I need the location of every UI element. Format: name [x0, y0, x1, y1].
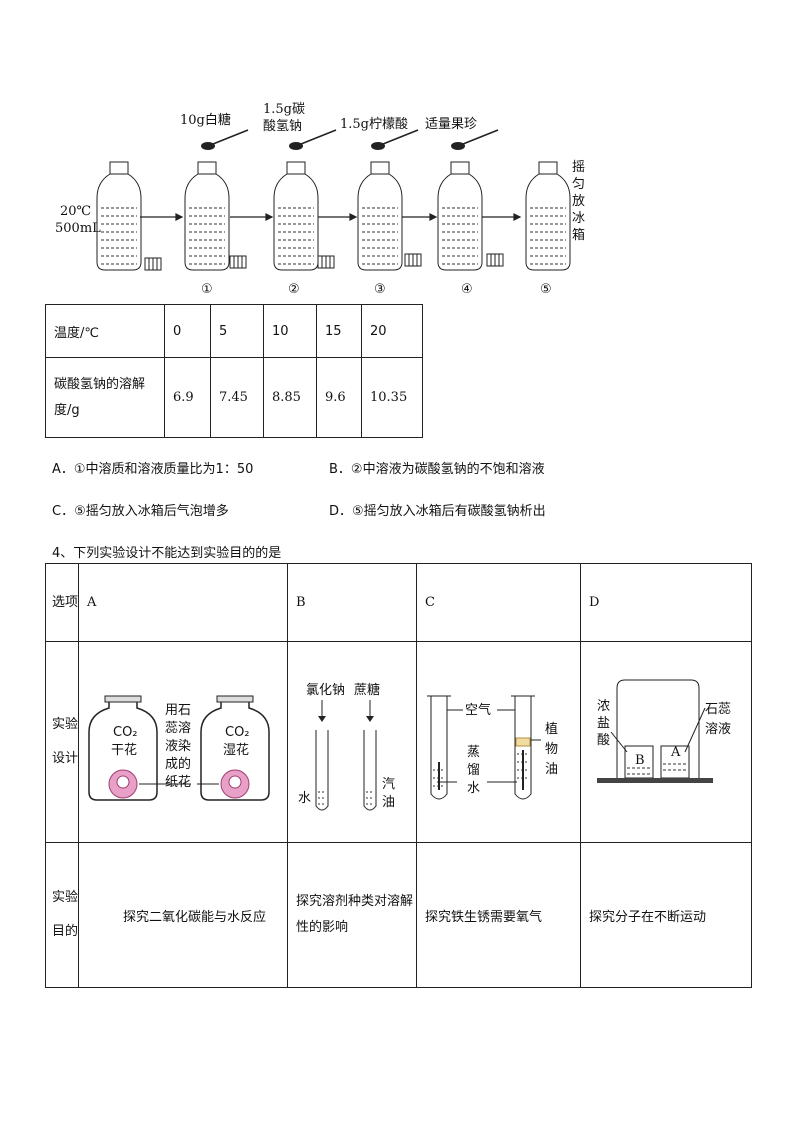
table-row: 实验目的 探究二氧化碳能与水反应 探究溶剂种类对溶解性的影响 探究铁生锈需要氧气…: [45, 842, 752, 988]
solubility-table: 温度/℃ 0 5 10 15 20 碳酸氢钠的溶解度/g 6.9 7.45 8.…: [45, 304, 423, 438]
design-label: 实验设计: [45, 641, 79, 843]
start-volume: 500mL: [55, 221, 101, 236]
table-cell: 5: [210, 304, 264, 358]
table-cell: 6.9: [164, 357, 211, 438]
q3-option-a: A．①中溶质和溶液质量比为1：50: [52, 462, 254, 477]
addition-3: 1.5g柠檬酸: [340, 117, 408, 132]
co2-label-right: CO₂: [225, 725, 250, 740]
table-row: 温度/℃ 0 5 10 15 20: [45, 304, 423, 358]
dry-flower-label: 干花: [111, 743, 138, 758]
table-row: 碳酸氢钠的溶解度/g 6.9 7.45 8.85 9.6 10.35: [45, 357, 423, 438]
step-2: ②: [288, 282, 300, 297]
table-cell: 15: [316, 304, 362, 358]
rust-tubes-figure: [427, 695, 541, 800]
purpose-d: 探究分子在不断运动: [580, 842, 752, 988]
q3-option-c: C．⑤摇匀放入冰箱后气泡增多: [52, 504, 229, 519]
nacl-label: 氯化钠: [306, 683, 346, 698]
q3-option-b: B．②中溶液为碳酸氢钠的不饱和溶液: [329, 462, 545, 477]
table-cell: 7.45: [210, 357, 264, 438]
step-1: ①: [201, 282, 213, 297]
step-5: ⑤: [540, 282, 552, 297]
gasoline-label: 汽油: [382, 777, 396, 810]
purpose-c: 探究铁生锈需要氧气: [416, 842, 581, 988]
table-cell: 8.85: [263, 357, 317, 438]
plant-oil-label: 植物油: [545, 722, 559, 777]
wet-flower-label: 湿花: [223, 743, 250, 758]
solubility-header: 碳酸氢钠的溶解度/g: [45, 357, 165, 438]
fig-a-cell: CO₂ 干花 CO₂ 湿花 用石蕊溶液染成的纸花: [78, 641, 288, 843]
beaker-b-label: B: [635, 753, 645, 768]
q3-option-d: D．⑤摇匀放入冰箱后有碳酸氢钠析出: [329, 504, 546, 519]
diffusion-figure: [597, 679, 713, 783]
purpose-label: 实验目的: [45, 842, 79, 988]
q4-question: 4、下列实验设计不能达到实验目的的是: [52, 546, 282, 561]
step-3: ③: [374, 282, 386, 297]
litmus-flower-note: 用石蕊溶液染成的纸花: [165, 703, 192, 790]
distilled-water-label: 蒸馏水: [467, 745, 481, 796]
option-d-header: D: [580, 563, 752, 642]
sucrose-label: 蔗糖: [354, 683, 381, 698]
option-b-header: B: [287, 563, 417, 642]
fig-c-cell: 空气 蒸馏水 植物油: [416, 641, 581, 843]
co2-jars-figure: [88, 695, 270, 801]
option-a-header: A: [78, 563, 288, 642]
table-row: 实验设计 CO₂ 干花 CO₂ 湿花 用石蕊溶液染成的纸花: [45, 641, 752, 843]
table-cell: 20: [361, 304, 423, 358]
conc-hcl-label: 浓盐酸: [597, 699, 611, 748]
addition-2: 1.5g碳 酸氢钠: [263, 102, 305, 134]
addition-4: 适量果珍: [425, 117, 478, 132]
temp-header: 温度/℃: [45, 304, 165, 358]
start-temp: 20℃: [60, 204, 92, 219]
co2-label-left: CO₂: [113, 725, 138, 740]
purpose-a: 探究二氧化碳能与水反应: [78, 842, 288, 988]
option-c-header: C: [416, 563, 581, 642]
addition-1: 10g白糖: [180, 113, 231, 128]
table-cell: 10: [263, 304, 317, 358]
water-label: 水: [298, 791, 312, 806]
litmus-solution-label: 石蕊溶液: [705, 702, 732, 737]
air-label: 空气: [465, 703, 492, 718]
table-row: 选项 A B C D: [45, 563, 752, 642]
table-cell: 0: [164, 304, 211, 358]
option-label: 选项: [45, 563, 79, 642]
fig-b-cell: 氯化钠 蔗糖 水 汽油: [287, 641, 417, 843]
fig-d-cell: 浓盐酸 石蕊溶液 B A: [580, 641, 752, 843]
beaker-a-label: A: [671, 745, 681, 760]
purpose-b: 探究溶剂种类对溶解性的影响: [287, 842, 417, 988]
table-cell: 9.6: [316, 357, 362, 438]
test-tubes-b-figure: [315, 700, 377, 811]
bottles-illustration: [96, 129, 571, 271]
table-cell: 10.35: [361, 357, 423, 438]
q4-table: 选项 A B C D 实验设计 CO₂ 干花 CO₂: [45, 563, 752, 988]
step-4: ④: [461, 282, 473, 297]
final-note: 摇匀放冰箱: [572, 160, 586, 243]
